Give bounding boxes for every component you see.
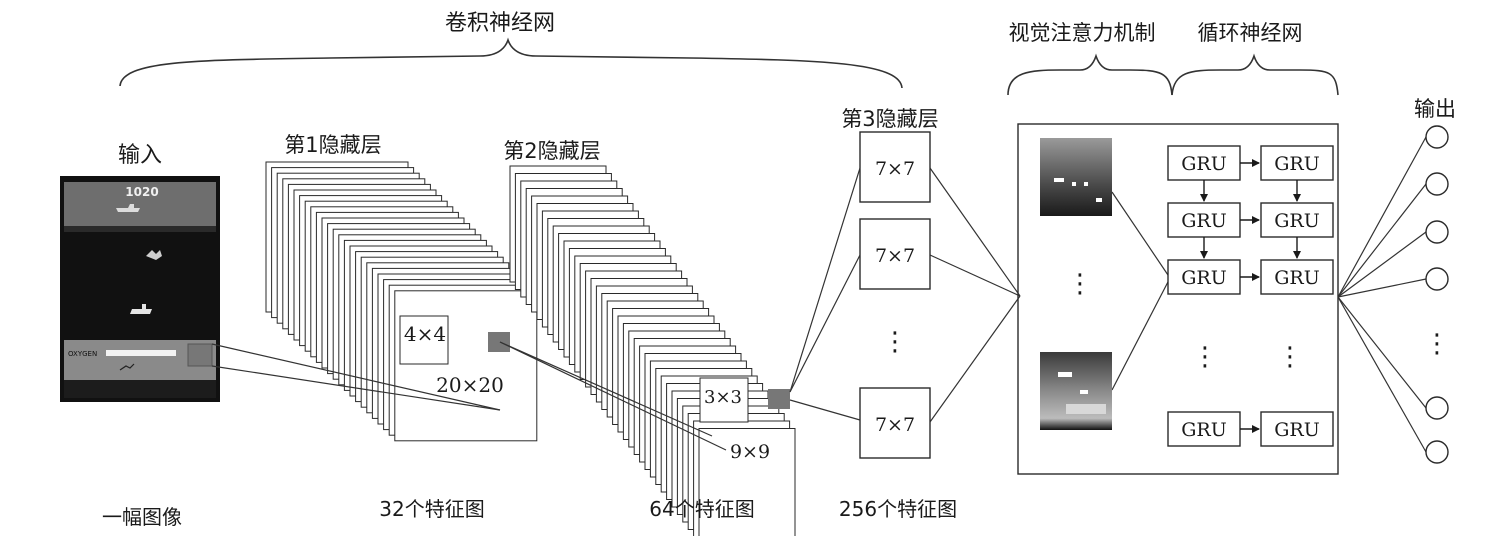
gru-cell-r3-c1: GRU — [1167, 259, 1241, 295]
map3-ellipsis: ⋮ — [882, 327, 908, 357]
attention-label: 视觉注意力机制 — [1009, 21, 1156, 45]
game-score: 1020 — [125, 185, 158, 199]
map1-layer — [394, 290, 538, 442]
svg-text:7×7: 7×7 — [875, 414, 915, 436]
map1-kernel-box — [399, 315, 449, 365]
map3-box-2: 7×7 — [859, 218, 931, 290]
attention-brace — [1007, 53, 1173, 96]
gru-cell-r2-c1: GRU — [1167, 202, 1241, 238]
kernel2-size: 3×3 — [704, 387, 742, 408]
map2-kernel-box — [699, 377, 749, 423]
svg-text:7×7: 7×7 — [875, 245, 915, 267]
attention-ellipsis: ⋮ — [1067, 269, 1093, 299]
output-label: 输出 — [1414, 97, 1456, 121]
output-ellipsis: ⋮ — [1424, 329, 1450, 359]
gru-cell-r4-c1: GRU — [1167, 411, 1241, 447]
svg-text:GRU: GRU — [1274, 210, 1320, 232]
map2-layer — [698, 428, 796, 536]
output-nodes — [1337, 125, 1449, 464]
maps256-label: 256个特征图 — [839, 497, 957, 521]
gru-col1-ellipsis: ⋮ — [1192, 342, 1218, 372]
map1-highlight-patch — [488, 332, 510, 352]
rnn-label: 循环神经网 — [1198, 21, 1303, 45]
output-connection-line — [1337, 136, 1427, 298]
output-connection-line — [1337, 231, 1427, 298]
svg-text:GRU: GRU — [1181, 153, 1227, 175]
hidden2-label: 第2隐藏层 — [503, 139, 600, 163]
output-node-5 — [1425, 396, 1449, 420]
attention-frame-2 — [1040, 352, 1112, 430]
svg-text:GRU: GRU — [1181, 419, 1227, 441]
feature-map-stack-2 — [509, 165, 796, 536]
output-connection-line — [1337, 183, 1427, 298]
output-connection-line — [1337, 296, 1427, 409]
receptive-field-lines — [211, 167, 861, 451]
output-connection-line — [1337, 278, 1427, 298]
maps64-label: 64个特征图 — [649, 497, 754, 521]
maps32-label: 32个特征图 — [379, 497, 484, 521]
svg-text:GRU: GRU — [1181, 267, 1227, 289]
input-label: 输入 — [118, 143, 162, 168]
input-image: 1020 OXYGEN — [60, 176, 220, 402]
svg-text:GRU: GRU — [1274, 153, 1320, 175]
svg-text:GRU: GRU — [1274, 267, 1320, 289]
enemy-icon — [146, 250, 162, 260]
map3-box-3: 7×7 — [859, 387, 931, 459]
gru-cell-r1-c2: GRU — [1260, 145, 1334, 181]
attention-frame-1 — [1040, 138, 1112, 216]
hidden1-label: 第1隐藏层 — [284, 133, 381, 157]
feature-map-stack-1 — [265, 161, 538, 442]
rnn-brace — [1171, 53, 1339, 96]
output-node-2 — [1425, 172, 1449, 196]
output-node-3 — [1425, 220, 1449, 244]
submarine-icon — [116, 204, 140, 212]
input-highlight-patch — [187, 343, 213, 367]
kernel1-size: 4×4 — [404, 322, 446, 346]
svg-text:GRU: GRU — [1181, 210, 1227, 232]
gru-cell-r3-c2: GRU — [1260, 259, 1334, 295]
gru-cell-r1-c1: GRU — [1167, 145, 1241, 181]
hidden3-label: 第3隐藏层 — [841, 107, 938, 131]
gru-cell-r4-c2: GRU — [1260, 411, 1334, 447]
map2-size: 9×9 — [730, 441, 770, 463]
gru-col2-ellipsis: ⋮ — [1277, 342, 1303, 372]
output-connection-line — [1337, 296, 1427, 453]
map-to-panel-lines — [929, 167, 1171, 423]
map3-box-1: 7×7 — [859, 131, 931, 203]
svg-text:7×7: 7×7 — [875, 158, 915, 180]
map1-size: 20×20 — [436, 373, 504, 397]
cnn-brace — [119, 37, 903, 89]
cnn-label: 卷积神经网 — [445, 11, 555, 36]
output-node-6 — [1425, 440, 1449, 464]
map2-highlight-patch — [768, 389, 790, 409]
svg-text:GRU: GRU — [1274, 419, 1320, 441]
oxygen-label: OXYGEN — [68, 350, 97, 358]
gru-cell-r2-c2: GRU — [1260, 202, 1334, 238]
player-sub-icon — [130, 304, 152, 314]
output-node-1 — [1425, 125, 1449, 149]
image-caption: 一幅图像 — [102, 505, 182, 529]
gru-grid: GRU GRU GRU GRU GRU GRU GRU GRU — [1167, 145, 1334, 447]
output-node-4 — [1425, 267, 1449, 291]
